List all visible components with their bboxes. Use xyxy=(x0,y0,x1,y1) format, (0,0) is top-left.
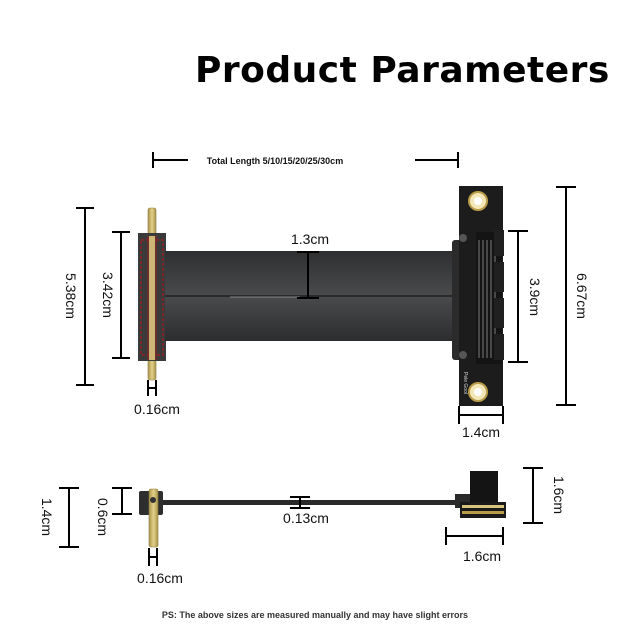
left-height-dimension: 3.42cm xyxy=(100,231,130,359)
side-right-height-dimension: 1.6cm xyxy=(523,467,567,524)
overall-right-height-label: 6.67cm xyxy=(574,273,590,319)
side-cable xyxy=(163,500,459,505)
side-cable-thickness-label: 0.13cm xyxy=(283,510,329,526)
side-left-height-label: 1.4cm xyxy=(39,498,55,536)
right-height-dimension: 3.9cm xyxy=(508,230,543,363)
cable-width-label: 1.3cm xyxy=(291,231,329,247)
side-right-width-dimension: 1.6cm xyxy=(445,527,504,564)
side-pcb-thickness-label: 0.16cm xyxy=(137,570,183,586)
overall-right-height-dimension: 6.67cm xyxy=(556,186,590,406)
overall-left-height-dimension: 5.38cm xyxy=(63,207,94,386)
side-right-connector xyxy=(455,471,506,518)
side-view: 1.4cm 0.6cm 0.13cm xyxy=(39,467,567,586)
side-left-connector xyxy=(139,488,163,548)
side-right-width-label: 1.6cm xyxy=(463,548,501,564)
left-height-label: 3.42cm xyxy=(100,272,116,318)
total-length-label: Total Length 5/10/15/20/25/30cm xyxy=(207,156,343,166)
right-slot-connector: Pele Gool xyxy=(452,186,504,406)
top-pcb-thickness-label: 0.16cm xyxy=(134,401,180,417)
footer-note: PS: The above sizes are measured manuall… xyxy=(161,610,469,620)
right-height-label: 3.9cm xyxy=(527,278,543,316)
cable-width-dimension: 1.3cm xyxy=(291,231,329,299)
ribbon-cable xyxy=(165,251,455,341)
bracket-brand-text: Pele Gool xyxy=(462,372,468,394)
top-pcb-thickness-dimension: 0.16cm xyxy=(134,380,180,417)
top-view: Total Length 5/10/15/20/25/30cm 5.38cm 3… xyxy=(63,152,590,440)
side-connector-height-label: 0.6cm xyxy=(95,498,111,536)
page-title: Product Parameters xyxy=(195,50,610,91)
slot-width-dimension: 1.4cm xyxy=(458,406,504,440)
left-connector xyxy=(138,207,166,381)
side-pcb-thickness-dimension: 0.16cm xyxy=(137,548,183,586)
slot-width-label: 1.4cm xyxy=(462,424,500,440)
side-left-height-dimension: 1.4cm xyxy=(39,487,79,548)
side-cable-thickness-dimension: 0.13cm xyxy=(283,496,329,526)
total-length-dimension: Total Length 5/10/15/20/25/30cm xyxy=(152,152,459,168)
side-right-height-label: 1.6cm xyxy=(551,476,567,514)
overall-left-height-label: 5.38cm xyxy=(63,273,79,319)
side-connector-height-dimension: 0.6cm xyxy=(95,487,132,536)
